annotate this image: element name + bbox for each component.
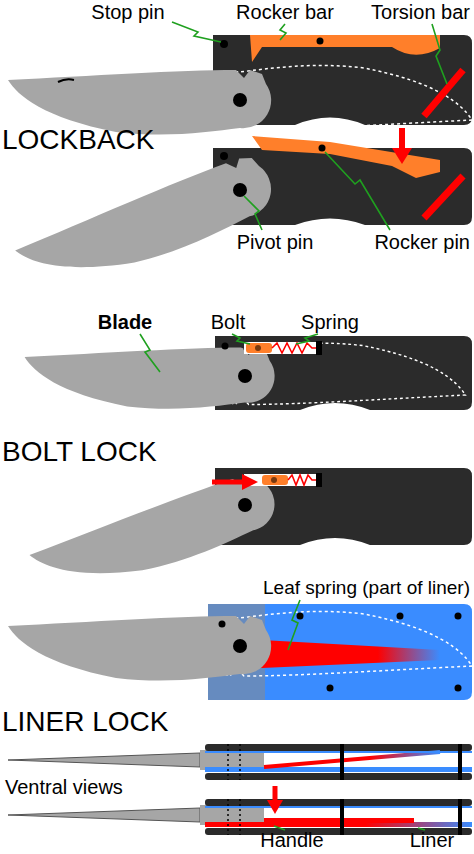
standoff <box>340 799 344 835</box>
part-label: Bolt <box>211 311 245 333</box>
push-arrow-head <box>242 474 258 490</box>
handle-scale <box>205 744 472 751</box>
stop-pin <box>220 40 228 48</box>
pivot-axis <box>239 799 241 835</box>
leader-line <box>244 196 262 230</box>
blade <box>8 616 271 681</box>
blade <box>27 469 284 605</box>
liner-top <box>205 751 472 753</box>
leader-line <box>325 152 390 230</box>
leaf-spring <box>262 640 440 668</box>
standoff <box>340 744 344 780</box>
leader-lines <box>140 22 447 830</box>
rivet <box>455 685 462 692</box>
stop-pin <box>220 152 228 160</box>
pivot-pin <box>233 183 247 197</box>
pivot-axis <box>239 744 241 780</box>
rocker-pin <box>319 145 326 152</box>
spring <box>288 475 316 485</box>
blade <box>25 348 275 409</box>
part-label: Handle <box>260 829 323 851</box>
push-arrow <box>212 480 244 485</box>
leader-line <box>280 24 286 40</box>
bolt-slot <box>244 474 322 486</box>
liner-top <box>205 806 472 808</box>
liner <box>205 767 472 772</box>
section-title: LINER LOCK <box>2 707 169 738</box>
part-label: Torsion bar <box>371 1 470 23</box>
section-title: LOCKBACK <box>2 125 155 156</box>
rivet <box>327 685 334 692</box>
stop-pin <box>222 343 229 350</box>
liner-lock <box>8 604 472 700</box>
blade-mark <box>58 79 74 82</box>
part-label: Liner <box>410 829 454 851</box>
standoff <box>458 799 462 835</box>
part-label: Pivot pin <box>237 231 314 253</box>
rivet <box>297 613 304 620</box>
part-label: Leaf spring (part of liner) <box>263 578 470 599</box>
rocker-pin <box>317 38 324 45</box>
leader-line <box>140 334 160 372</box>
pivot-pin <box>233 93 247 107</box>
leader-line <box>432 24 447 84</box>
leader-line <box>296 334 318 344</box>
bolt-slot <box>244 342 322 354</box>
pivot-pin <box>238 498 252 512</box>
part-label: Spring <box>301 311 359 333</box>
press-arrow-head <box>392 148 412 164</box>
bolt-lock-open <box>25 336 472 410</box>
press-arrow <box>399 128 405 150</box>
bolt-pin <box>255 345 261 351</box>
stop-pin <box>219 621 226 628</box>
part-label: Blade <box>98 311 152 333</box>
bolt <box>246 343 272 353</box>
rocker-bar <box>250 35 440 62</box>
spring <box>272 343 316 353</box>
blade-edge-view <box>8 808 200 822</box>
leader-line <box>172 22 221 42</box>
leader-line <box>288 600 300 650</box>
blade-edge-view <box>8 753 200 767</box>
leaf-spring <box>264 752 440 767</box>
handle-scale <box>205 773 472 780</box>
part-label: Rocker pin <box>374 231 470 253</box>
part-label: Rocker bar <box>236 1 334 23</box>
lock-arrow <box>273 786 278 802</box>
pivot-axis <box>227 744 229 780</box>
pivot-pin <box>238 369 252 383</box>
blade <box>12 151 281 302</box>
view-label: Ventral views <box>5 776 123 798</box>
bolt-lock-closing <box>27 468 472 604</box>
bolt-pin <box>271 477 277 483</box>
lock-arrow-head <box>267 800 283 814</box>
standoff <box>458 744 462 780</box>
spring-stop <box>316 473 322 487</box>
section-title: BOLT LOCK <box>2 437 157 468</box>
spring-stop <box>316 341 322 355</box>
lockback-open <box>8 35 472 135</box>
pivot-axis <box>227 799 229 835</box>
pivot-pin <box>233 639 247 653</box>
ventral-view-unlocked <box>8 744 472 780</box>
rocker-bar <box>252 136 440 178</box>
handle-scale <box>205 799 472 806</box>
bolt <box>262 475 288 485</box>
torsion-bar <box>424 176 463 218</box>
rivet <box>397 613 404 620</box>
leader-line <box>232 334 250 344</box>
rivet <box>455 613 462 620</box>
part-label: Stop pin <box>91 1 164 23</box>
leaf-spring <box>264 818 414 823</box>
